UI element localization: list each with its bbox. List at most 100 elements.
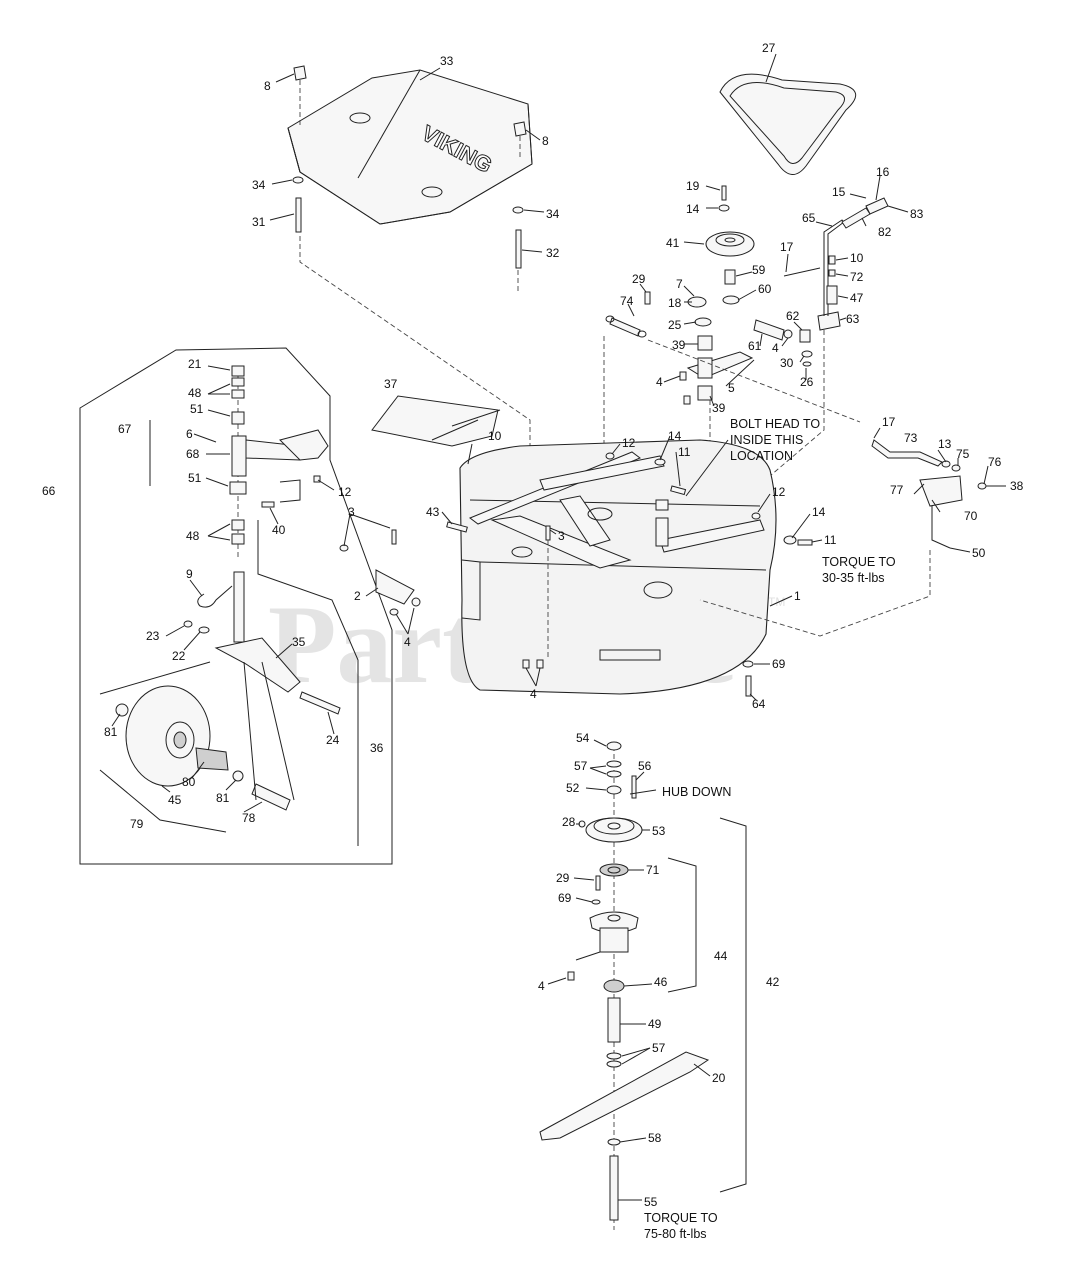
callout: 69	[558, 891, 572, 905]
callout: 52	[566, 781, 580, 795]
callout: 58	[648, 1131, 662, 1145]
tube-68	[231, 435, 247, 477]
wheel-79	[115, 685, 291, 811]
bolt-55	[609, 1155, 619, 1221]
callout: 43	[426, 505, 440, 519]
belt-27	[719, 73, 856, 175]
callout: 8	[542, 134, 549, 148]
pulley-41	[705, 231, 755, 257]
callout: 12	[772, 485, 786, 499]
spring-74	[609, 317, 641, 337]
callout: 19	[686, 179, 700, 193]
callout: 38	[1010, 479, 1024, 493]
callout: 14	[686, 202, 700, 216]
callout: 83	[910, 207, 924, 221]
note-hub-down: HUB DOWN	[662, 785, 731, 799]
callout: 18	[668, 296, 682, 310]
callout: 29	[632, 272, 646, 286]
callout: 80	[182, 775, 196, 789]
callout: 79	[130, 817, 144, 831]
callout: 54	[576, 731, 590, 745]
callout: 57	[574, 759, 588, 773]
leader-lines	[111, 53, 1006, 1201]
callout: 6	[186, 427, 193, 441]
clip-8-left	[293, 65, 307, 81]
callout: 7	[676, 277, 683, 291]
baffle-37	[371, 395, 499, 447]
caster-yoke	[214, 365, 329, 693]
callout: 46	[654, 975, 668, 989]
pin-9	[197, 585, 233, 608]
bolt-24	[299, 691, 341, 715]
pulley-53	[585, 817, 643, 843]
callout-labels: 27 33 8 8 34 31 34 32 19 14 41 15 16 83 …	[42, 41, 1024, 1209]
callout: 67	[118, 422, 132, 436]
callout: 34	[546, 207, 560, 221]
callout: 72	[850, 270, 864, 284]
callout: 73	[904, 431, 918, 445]
callout: 45	[168, 793, 182, 807]
callout: 69	[772, 657, 786, 671]
bracket-2	[375, 569, 415, 605]
note-bolt-head-line2: INSIDE THIS	[730, 433, 803, 447]
callout: 17	[882, 415, 896, 429]
callout: 63	[846, 312, 860, 326]
callout: 70	[964, 509, 978, 523]
callout: 50	[972, 546, 986, 560]
callout: 20	[712, 1071, 726, 1085]
callout: 49	[648, 1017, 662, 1031]
callout: 11	[824, 533, 837, 547]
callout: 31	[252, 215, 266, 229]
note-bolt-head-line3: LOCATION	[730, 449, 793, 463]
callout: 42	[766, 975, 780, 989]
callout: 29	[556, 871, 570, 885]
spindle-housing	[589, 911, 639, 953]
callout: 55	[644, 1195, 658, 1209]
stud-31	[295, 197, 302, 233]
callout: 76	[988, 455, 1002, 469]
callout: 56	[638, 759, 652, 773]
deck-cover: VIKING	[287, 69, 533, 225]
callout: 30	[780, 356, 794, 370]
callout: 64	[752, 697, 766, 711]
callout: 75	[956, 447, 970, 461]
callout: 60	[758, 282, 772, 296]
callout: 11	[678, 445, 691, 459]
callout: 12	[622, 436, 636, 450]
caster-stem	[233, 571, 245, 643]
note-torque-blade-line1: TORQUE TO	[644, 1211, 718, 1225]
note-bolt-head-line1: BOLT HEAD TO	[730, 417, 820, 431]
callout: 4	[656, 375, 663, 389]
callout: 65	[802, 211, 816, 225]
callout: 68	[186, 447, 200, 461]
callout: 48	[188, 386, 202, 400]
assembly-notes: BOLT HEAD TO INSIDE THIS LOCATION TORQUE…	[644, 417, 896, 1241]
callout: 28	[562, 815, 576, 829]
clip-8-right	[513, 121, 527, 137]
watermark-tm: TM	[768, 595, 785, 609]
spacer-78	[251, 783, 291, 811]
callout: 53	[652, 824, 666, 838]
callout: 82	[878, 225, 892, 239]
callout: 5	[728, 381, 735, 395]
callout: 37	[384, 377, 398, 391]
callout: 10	[488, 429, 502, 443]
note-torque-deck-line1: TORQUE TO	[822, 555, 896, 569]
callout: 22	[172, 649, 186, 663]
blade-20	[539, 1051, 710, 1141]
callout: 9	[186, 567, 193, 581]
washer-34-right	[512, 206, 524, 214]
callout: 15	[832, 185, 846, 199]
callout: 14	[812, 505, 826, 519]
callout: 39	[712, 401, 726, 415]
callout: 13	[938, 437, 952, 451]
callout: 33	[440, 54, 454, 68]
washer-34-left	[292, 176, 304, 184]
callout: 77	[890, 483, 904, 497]
rod-73	[871, 439, 943, 467]
caster-fork-35	[214, 637, 301, 693]
callout: 51	[190, 402, 204, 416]
callout: 59	[752, 263, 766, 277]
callout: 48	[186, 529, 200, 543]
